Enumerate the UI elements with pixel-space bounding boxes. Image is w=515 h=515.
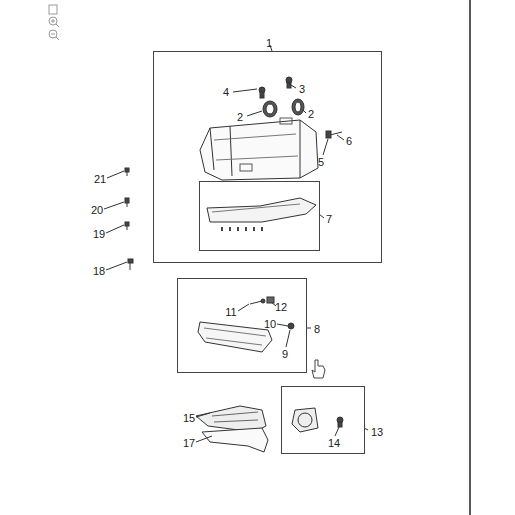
bracket (207, 198, 316, 231)
bulbs (259, 77, 292, 98)
callout-number: 7 (326, 214, 332, 225)
callout-number: 5 (318, 157, 324, 168)
callout-number: 15 (183, 413, 195, 424)
part-group-box: 13 (281, 386, 365, 454)
headlamp (200, 118, 318, 180)
callout-number: 19 (93, 229, 105, 240)
signal-lamp (198, 297, 294, 352)
callout-number: 12 (275, 302, 287, 313)
fasteners (125, 168, 133, 270)
callout-number: 10 (264, 319, 276, 330)
callout-number: 13 (371, 427, 383, 438)
leader-lines (104, 45, 368, 442)
zoom-icons (49, 5, 59, 40)
fog-lamp (292, 408, 343, 432)
callout-number: 1 (266, 38, 272, 49)
callout-number: 21 (94, 174, 106, 185)
part-group-box: 17 (153, 51, 382, 263)
callout-number: 9 (282, 349, 288, 360)
callout-number: 6 (346, 136, 352, 147)
callout-number: 2 (237, 112, 243, 123)
callout-number: 18 (93, 266, 105, 277)
callout-number: 20 (91, 205, 103, 216)
grille (196, 406, 268, 452)
callout-number: 4 (223, 87, 229, 98)
callout-number: 11 (225, 307, 236, 318)
grommets (263, 99, 304, 117)
callout-number: 8 (314, 324, 320, 335)
callout-number: 17 (183, 438, 195, 449)
part-group-box: 7 (199, 181, 320, 251)
cursor-icon (312, 360, 325, 378)
callout-number: 3 (299, 84, 305, 95)
callout-number: 2 (308, 109, 314, 120)
callout-number: 14 (328, 438, 340, 449)
